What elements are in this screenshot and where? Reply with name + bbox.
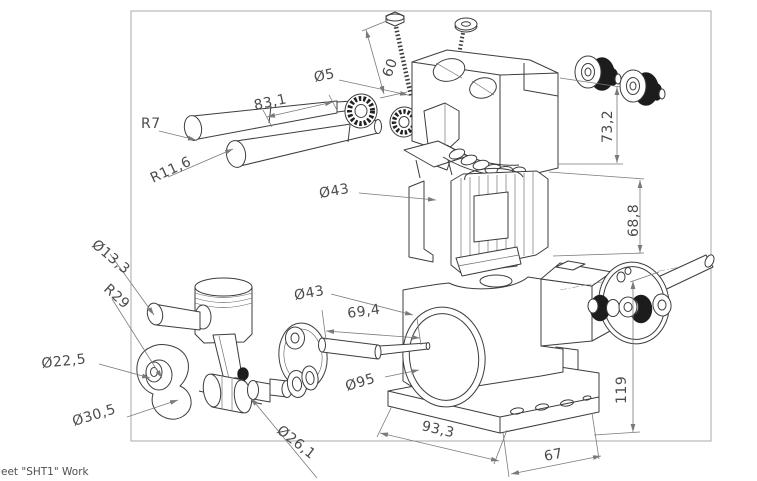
crankpin-clamp <box>198 367 263 414</box>
finned-cylinder <box>408 167 549 277</box>
dimension-r11-6: R11,6 <box>148 148 234 187</box>
dim-label-67: 67 <box>543 446 565 465</box>
dim-label-dia-5: Ø5 <box>313 66 337 86</box>
dimension-60: 60 <box>361 19 408 99</box>
dimension-dia-43-lower: Ø43 <box>293 283 414 316</box>
dimension-93-3: 93,3 <box>376 405 508 465</box>
dim-label-73-2: 73,2 <box>600 110 616 143</box>
crankshaft-sleeve <box>318 337 431 360</box>
dim-label-69-4: 69,4 <box>346 302 381 322</box>
dimension-67: 67 <box>502 412 602 478</box>
knurled-knob-2 <box>619 69 666 106</box>
dimension-dia-22-5: Ø22,5 <box>41 351 151 379</box>
dim-label-60: 60 <box>380 56 401 79</box>
dim-label-68-8: 68,8 <box>626 204 642 237</box>
dimension-68-8: 68,8 <box>548 171 645 257</box>
dim-label-93-3: 93,3 <box>420 418 456 441</box>
dimension-119: 119 <box>593 271 660 436</box>
pushrod-2 <box>225 119 382 168</box>
dim-label-dia-26-1: Ø26,1 <box>274 423 319 463</box>
wrist-pin <box>146 302 201 331</box>
dimension-r7: R7 <box>141 116 197 141</box>
crankcase <box>387 260 613 434</box>
knurled-knob-1 <box>574 55 622 91</box>
piston <box>194 277 253 344</box>
dimension-73-2: 73,2 <box>558 77 623 165</box>
dimension-dia-26-1: Ø26,1 <box>250 397 319 479</box>
sheet-status-text: eet "SHT1" Work <box>1 466 89 478</box>
dim-label-dia-13-3: Ø13,3 <box>88 237 133 278</box>
dim-label-83-1: 83,1 <box>253 91 289 114</box>
carburetor-assembly <box>403 102 469 179</box>
dim-label-119: 119 <box>614 376 630 404</box>
dim-label-dia-43-upper: Ø43 <box>318 181 351 202</box>
dim-label-dia-22-5: Ø22,5 <box>41 351 87 372</box>
dimension-83-1: 83,1 <box>253 91 339 128</box>
ball-bearing-1 <box>344 93 378 129</box>
dim-label-dia-30-5: Ø30,5 <box>70 401 117 429</box>
dim-label-dia-43-lower: Ø43 <box>293 283 326 304</box>
dim-label-r11-6: R11,6 <box>148 154 194 187</box>
dim-label-r29: R29 <box>100 281 132 312</box>
dimension-69-4: 69,4 <box>321 302 422 346</box>
dim-label-r7: R7 <box>141 116 161 132</box>
dimension-dia-43-upper: Ø43 <box>318 181 437 202</box>
dim-label-dia-95: Ø95 <box>343 371 377 395</box>
bushing-stack <box>247 365 319 403</box>
screw-1 <box>385 11 414 97</box>
crank-web <box>136 344 192 420</box>
